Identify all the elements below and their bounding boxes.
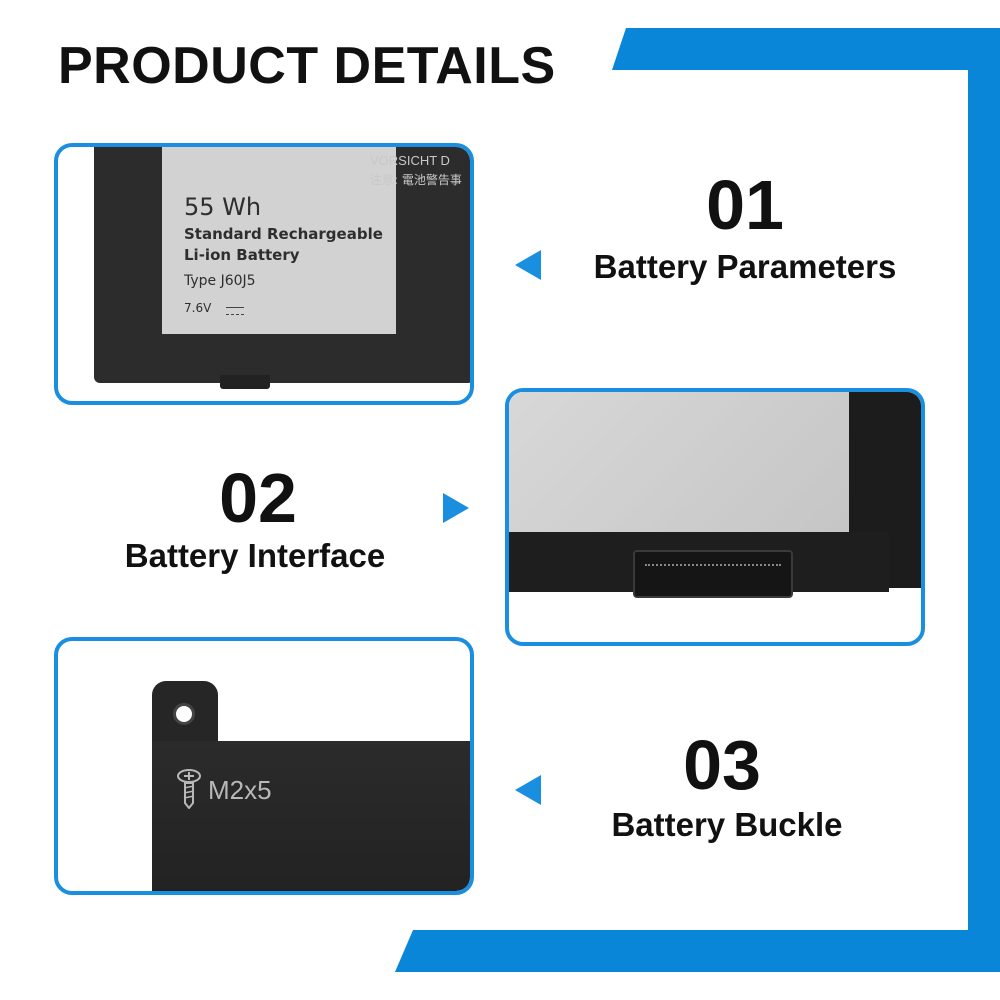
dc-symbol-icon	[226, 307, 244, 315]
pointer-right-icon	[443, 493, 469, 523]
battery-interface-photo	[505, 388, 925, 646]
battery-tab	[220, 375, 270, 389]
feature-number-01: 01	[706, 166, 784, 244]
label-line-2: Li-ion Battery	[184, 246, 300, 264]
battery-buckle-photo: M2x5	[54, 637, 474, 895]
type-text: Type J60J5	[184, 273, 256, 289]
connector-port-icon	[633, 550, 793, 598]
decorative-frame-bottom	[395, 930, 1000, 972]
battery-body: 55 Wh Standard Rechargeable Li-ion Batte…	[94, 147, 470, 383]
pointer-left-icon	[515, 775, 541, 805]
warning-text-de: VORSICHT D	[370, 153, 450, 168]
screw-size-marking: M2x5	[208, 775, 272, 805]
feature-caption-01: Battery Parameters	[593, 248, 897, 285]
pointer-left-icon	[515, 250, 541, 280]
warning-text-zh: 注意: 電池警告事	[370, 173, 462, 187]
label-line-1: Standard Rechargeable	[184, 225, 383, 243]
battery-parameters-photo: 55 Wh Standard Rechargeable Li-ion Batte…	[54, 143, 474, 405]
page-title: PRODUCT DETAILS	[58, 37, 556, 95]
screw-icon	[177, 769, 201, 809]
feature-caption-03: Battery Buckle	[611, 806, 843, 843]
voltage-text: 7.6V	[184, 301, 212, 315]
feature-number-02: 02	[219, 459, 297, 537]
screw-hole-icon	[173, 703, 195, 725]
battery-label: 55 Wh Standard Rechargeable Li-ion Batte…	[162, 147, 396, 334]
battery-plate	[509, 392, 849, 542]
battery-plate	[152, 741, 470, 891]
feature-caption-02: Battery Interface	[124, 537, 386, 574]
capacity-text: 55 Wh	[184, 193, 262, 221]
feature-number-03: 03	[683, 726, 761, 804]
decorative-frame-top	[612, 28, 1000, 70]
decorative-frame-right	[968, 28, 1000, 972]
